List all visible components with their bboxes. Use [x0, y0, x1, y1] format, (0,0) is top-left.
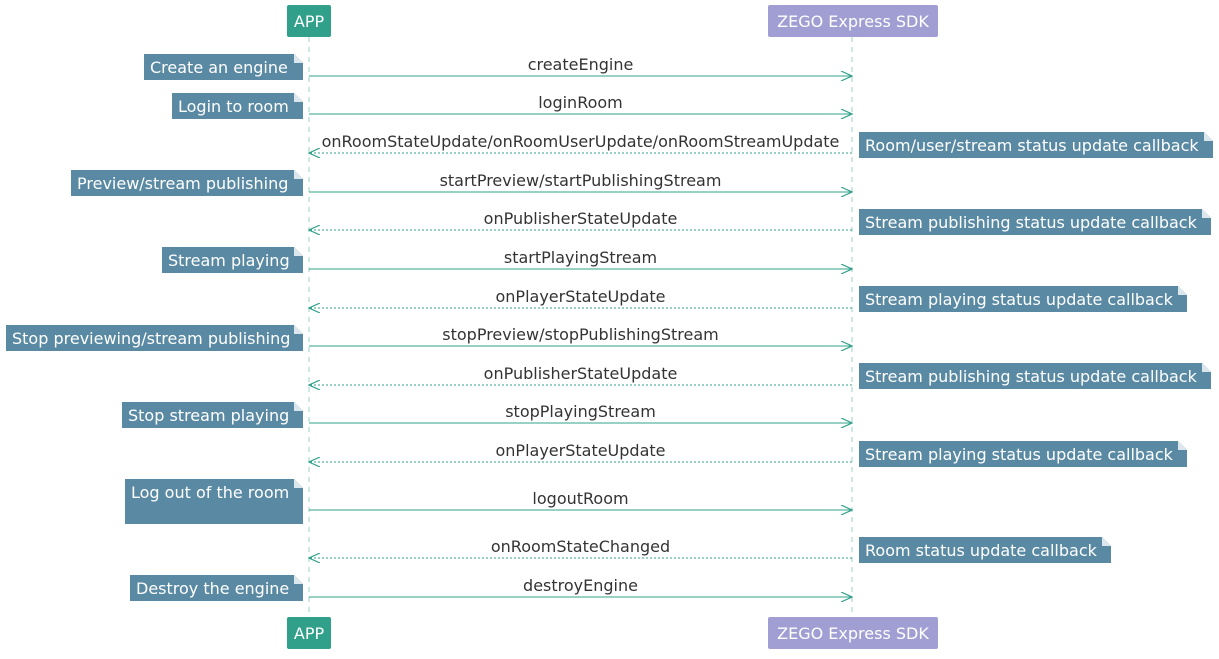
message-row: stopPlayingStream Stop stream playing — [122, 402, 852, 428]
participant-label: ZEGO Express SDK — [777, 12, 929, 31]
message-row: startPlayingStream Stream playing — [162, 247, 852, 273]
participant-label: APP — [294, 12, 325, 31]
participant-sdk-bottom: ZEGO Express SDK — [768, 617, 938, 649]
note-box — [71, 170, 303, 196]
note: Stop stream playing — [122, 402, 303, 428]
message-row: onPlayerStateUpdate Stream playing status… — [309, 441, 1187, 467]
note-fold — [294, 54, 303, 63]
note-box — [122, 402, 303, 428]
note: Room status update callback — [859, 537, 1111, 563]
note: Stream playing — [162, 247, 303, 273]
message-row: startPreview/startPublishingStream Previe… — [71, 170, 852, 196]
message-label: onPublisherStateUpdate — [484, 364, 678, 383]
message-label: onRoomStateChanged — [491, 537, 670, 556]
note: Log out of the room — [125, 479, 303, 524]
note: Preview/stream publishing — [71, 170, 303, 196]
note-label: Stream playing — [168, 251, 290, 270]
message-label: onPlayerStateUpdate — [495, 287, 665, 306]
participant-app-top: APP — [287, 5, 331, 37]
message-row: createEngine Create an engine — [144, 54, 852, 80]
note-label: Log out of the room — [131, 483, 289, 502]
note: Room/user/stream status update callback — [859, 132, 1213, 158]
note-box — [130, 575, 303, 601]
message-label: stopPlayingStream — [505, 402, 656, 421]
note-label: Room/user/stream status update callback — [865, 136, 1199, 155]
note-fold — [1202, 363, 1211, 372]
message-row: destroyEngine Destroy the engine — [130, 575, 852, 601]
note-fold — [294, 402, 303, 411]
message-row: onPublisherStateUpdate Stream publishing … — [309, 363, 1211, 389]
note-box — [859, 363, 1211, 389]
note-fold — [1178, 441, 1187, 450]
note: Stop previewing/stream publishing — [6, 325, 303, 351]
message-row: onPlayerStateUpdate Stream playing status… — [309, 286, 1187, 312]
note-box — [162, 247, 303, 273]
participant-box — [768, 617, 938, 649]
message-label: startPlayingStream — [504, 248, 657, 267]
message-label: onPlayerStateUpdate — [495, 441, 665, 460]
note-label: Login to room — [178, 97, 289, 116]
note: Stream publishing status update callback — [859, 209, 1211, 235]
note: Stream playing status update callback — [859, 286, 1187, 312]
message-label: stopPreview/stopPublishingStream — [442, 325, 718, 344]
note-box — [859, 537, 1111, 563]
message-label: onRoomStateUpdate/onRoomUserUpdate/onRoo… — [322, 132, 840, 151]
note-fold — [294, 247, 303, 256]
note: Login to room — [172, 93, 303, 119]
note-fold — [294, 479, 303, 488]
message-label: destroyEngine — [523, 576, 638, 595]
message-label: loginRoom — [538, 93, 623, 112]
message-row: onRoomStateChanged Room status update cal… — [309, 537, 1111, 563]
note-box — [144, 54, 303, 80]
message-label: logoutRoom — [532, 489, 628, 508]
note: Create an engine — [144, 54, 303, 80]
note-fold — [1102, 537, 1111, 546]
note-box — [172, 93, 303, 119]
note-label: Room status update callback — [865, 541, 1098, 560]
note-fold — [1202, 209, 1211, 218]
note-label: Destroy the engine — [136, 579, 289, 598]
message-row: stopPreview/stopPublishingStream Stop pre… — [6, 325, 852, 351]
note-label: Stream playing status update callback — [865, 445, 1174, 464]
message-row: onPublisherStateUpdate Stream publishing … — [309, 209, 1211, 235]
message-row: logoutRoom Log out of the room — [125, 479, 852, 524]
note-fold — [1204, 132, 1213, 141]
note-fold — [1178, 286, 1187, 295]
note-box — [859, 441, 1187, 467]
message-row: onRoomStateUpdate/onRoomUserUpdate/onRoo… — [309, 132, 1213, 158]
participant-box — [768, 5, 938, 37]
participant-box — [287, 5, 331, 37]
participant-label: APP — [294, 624, 325, 643]
participant-label: ZEGO Express SDK — [777, 624, 929, 643]
note: Destroy the engine — [130, 575, 303, 601]
note-label: Stop previewing/stream publishing — [12, 329, 290, 348]
message-row: loginRoom Login to room — [172, 93, 852, 119]
note-fold — [294, 575, 303, 584]
note-fold — [294, 325, 303, 334]
note: Stream playing status update callback — [859, 441, 1187, 467]
message-label: startPreview/startPublishingStream — [440, 171, 722, 190]
note-box — [859, 209, 1211, 235]
note-box — [859, 286, 1187, 312]
note-label: Stop stream playing — [128, 406, 289, 425]
note-label: Preview/stream publishing — [77, 174, 288, 193]
note-fold — [294, 170, 303, 179]
note-label: Create an engine — [150, 58, 288, 77]
participant-app-bottom: APP — [287, 617, 331, 649]
message-label: createEngine — [528, 55, 634, 74]
note-box — [859, 132, 1213, 158]
note-box — [6, 325, 303, 351]
note-label: Stream publishing status update callback — [865, 367, 1198, 386]
note-box — [125, 479, 303, 524]
note-label: Stream publishing status update callback — [865, 213, 1198, 232]
note: Stream publishing status update callback — [859, 363, 1211, 389]
note-label: Stream playing status update callback — [865, 290, 1174, 309]
participant-box — [287, 617, 331, 649]
participant-sdk-top: ZEGO Express SDK — [768, 5, 938, 37]
note-fold — [294, 93, 303, 102]
message-label: onPublisherStateUpdate — [484, 209, 678, 228]
